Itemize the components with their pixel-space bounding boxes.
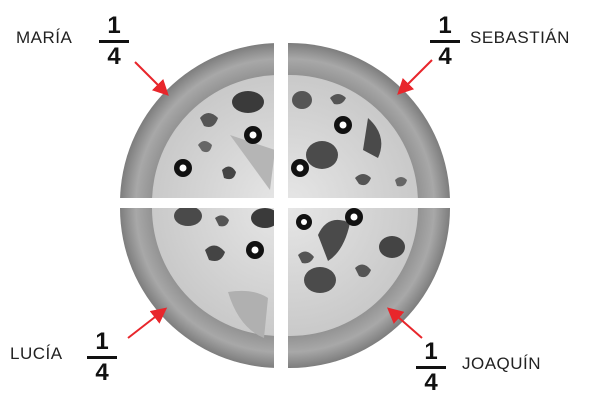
- label-lucia-name: LUCÍA: [10, 344, 63, 364]
- label-joaquin-name: JOAQUÍN: [462, 354, 541, 374]
- fraction-sebastian-denominator: 4: [438, 45, 451, 69]
- fraction-maria: 1 4: [99, 14, 129, 69]
- fraction-maria-numerator: 1: [107, 14, 120, 38]
- fraction-maria-denominator: 4: [107, 45, 120, 69]
- arrow-maria: [135, 62, 166, 93]
- fraction-sebastian: 1 4: [430, 14, 460, 69]
- fraction-joaquin: 1 4: [416, 340, 446, 395]
- arrow-sebastian: [400, 60, 432, 92]
- fraction-lucia-denominator: 4: [95, 361, 108, 385]
- fraction-joaquin-denominator: 4: [424, 371, 437, 395]
- fraction-lucia-numerator: 1: [95, 330, 108, 354]
- label-maria-name: MARÍA: [16, 28, 72, 48]
- pepperoni-topping: [232, 91, 264, 113]
- fraction-joaquin-numerator: 1: [424, 340, 437, 364]
- fraction-sebastian-numerator: 1: [438, 14, 451, 38]
- label-sebastian-name: SEBASTIÁN: [470, 28, 570, 48]
- arrow-lucia: [128, 310, 164, 338]
- fraction-lucia: 1 4: [87, 330, 117, 385]
